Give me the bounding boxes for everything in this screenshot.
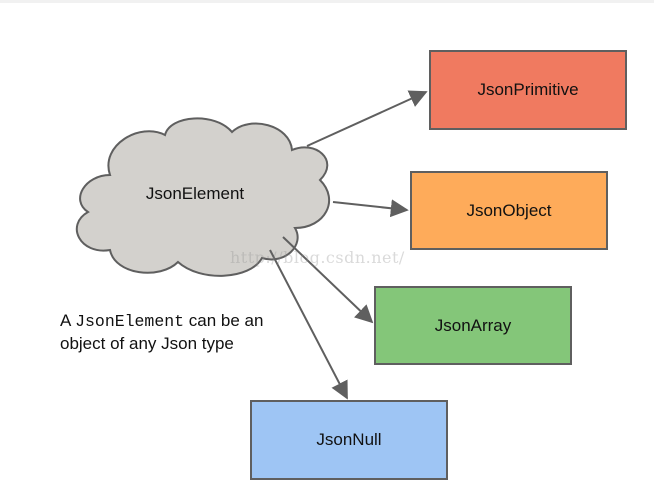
cloud-shape (75, 117, 331, 277)
note-prefix: A (60, 311, 76, 330)
edge-to-jsonobject (332, 199, 409, 218)
node-jsonprimitive: JsonPrimitive (429, 50, 627, 130)
top-divider (0, 0, 654, 3)
cloud-label-jsonelement: JsonElement (145, 184, 245, 203)
edge-to-jsonarray (282, 236, 374, 324)
note-text: A JsonElement can be an object of any Js… (60, 310, 290, 355)
node-jsonobject: JsonObject (410, 171, 608, 250)
node-jsonarray: JsonArray (374, 286, 572, 365)
edge-to-jsonnull (269, 249, 348, 400)
node-jsonobject-label: JsonObject (466, 200, 552, 220)
node-jsonprimitive-label: JsonPrimitive (477, 80, 579, 99)
node-jsonarray-label: JsonArray (434, 315, 512, 335)
note-suffix: can be an object of any Json type (60, 311, 264, 353)
watermark-text: http://blog.csdn.net/ (230, 248, 405, 267)
edge-to-jsonprimitive (306, 90, 428, 147)
note-code: JsonElement (75, 312, 185, 331)
node-jsonnull: JsonNull (250, 400, 448, 480)
node-jsonnull-label: JsonNull (316, 430, 382, 449)
